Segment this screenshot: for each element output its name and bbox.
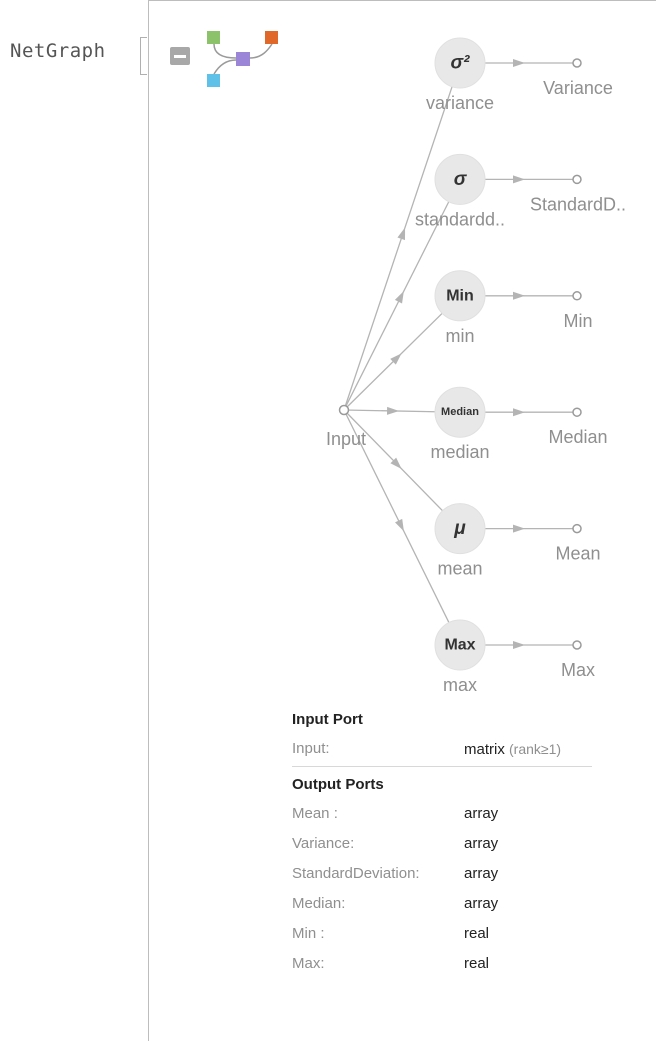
- port-name: Input:: [292, 740, 330, 757]
- port-type: array: [464, 835, 499, 852]
- output-port-dot: [572, 58, 582, 68]
- layer-node-median[interactable]: [434, 386, 486, 438]
- output-port-row: Variance: array: [292, 829, 592, 859]
- node-symbol: σ²: [451, 53, 471, 74]
- input-port-title: Input Port: [292, 711, 363, 728]
- collapse-toggle-button[interactable]: [170, 47, 190, 65]
- port-name: Min :: [292, 925, 325, 942]
- output-port-label: StandardD..: [530, 194, 626, 214]
- output-ports-title: Output Ports: [292, 776, 384, 793]
- node-label: min: [445, 326, 474, 346]
- net-graph: Input σ² variance Variance σ standardd.. Stand…: [207, 31, 626, 695]
- port-type-hint: (rank≥1): [509, 741, 562, 757]
- port-type: real: [464, 955, 490, 972]
- graph-edge: [343, 409, 450, 623]
- port-type: array: [464, 805, 499, 822]
- output-port-dot: [572, 291, 582, 301]
- open-bracket: [140, 37, 147, 75]
- node-label: max: [443, 675, 477, 695]
- graph-edge: [343, 409, 443, 512]
- output-port-dot: [572, 407, 582, 417]
- edge-arrow: [513, 524, 525, 533]
- layer-node-mean[interactable]: [434, 503, 486, 555]
- output-port-label: Median: [548, 427, 607, 447]
- node-symbol: Min: [446, 287, 474, 304]
- node-label: mean: [437, 559, 482, 579]
- input-port-row: Input: matrix (rank≥1): [292, 734, 592, 764]
- node-label: variance: [426, 93, 494, 113]
- edge-arrow: [513, 59, 525, 67]
- port-name: StandardDeviation:: [292, 865, 420, 882]
- output-port-dot: [572, 640, 582, 650]
- layer-node-max[interactable]: [434, 619, 486, 671]
- output-port-row: StandardDeviation: array: [292, 859, 592, 889]
- port-type: array: [464, 895, 499, 912]
- edge-arrow: [513, 641, 525, 649]
- output-port-row: Median: array: [292, 889, 592, 919]
- port-name: Mean :: [292, 805, 338, 822]
- netgraph-label: NetGraph: [10, 40, 106, 62]
- net-summary-icon: [207, 31, 278, 87]
- port-summary-table: Input Port Input: matrix (rank≥1) Output…: [292, 710, 592, 979]
- node-symbol: Max: [444, 637, 475, 654]
- port-name: Median:: [292, 895, 346, 912]
- edge-arrow: [386, 406, 400, 415]
- input-label: Input: [326, 429, 366, 449]
- graph-nodes: Input σ² variance Variance σ standardd.. Stand…: [326, 37, 626, 695]
- output-port-row: Mean : array: [292, 799, 592, 829]
- port-type: real: [464, 925, 490, 942]
- port-name: Variance:: [292, 835, 355, 852]
- port-type: matrix: [464, 741, 505, 758]
- graph-edge: [343, 86, 453, 411]
- graph-edge: [343, 201, 450, 411]
- node-label: median: [430, 442, 489, 462]
- edge-arrow: [513, 408, 525, 417]
- edge-arrow: [390, 457, 402, 469]
- output-port-label: Max: [561, 660, 595, 680]
- edge-arrow: [390, 353, 402, 365]
- output-port-dot: [572, 174, 582, 185]
- node-label: standardd..: [415, 209, 505, 229]
- edge-arrow: [394, 290, 404, 304]
- output-port-dot: [572, 523, 582, 534]
- node-symbol: σ: [454, 169, 468, 190]
- graph-edges: [343, 59, 573, 649]
- port-type: array: [464, 865, 499, 882]
- port-name: Max:: [292, 955, 325, 972]
- edge-arrow: [397, 227, 406, 241]
- output-port-row: Min : real: [292, 919, 592, 949]
- layer-node-variance[interactable]: [434, 37, 486, 89]
- port-type-cell: matrix (rank≥1): [464, 734, 561, 765]
- layer-node-min[interactable]: [434, 270, 486, 322]
- output-port-label: Variance: [543, 78, 613, 98]
- output-frame: [148, 0, 656, 1041]
- section-divider: [292, 766, 592, 767]
- edge-arrow: [513, 291, 525, 300]
- output-port-label: Min: [563, 311, 592, 331]
- layer-node-standarddeviation[interactable]: [434, 153, 486, 205]
- edge-arrow: [513, 175, 525, 184]
- node-symbol: μ: [453, 518, 466, 539]
- edge-arrow: [395, 518, 404, 532]
- output-port-label: Mean: [555, 544, 600, 564]
- node-symbol: Median: [441, 406, 479, 418]
- input-port-dot: [338, 404, 350, 416]
- output-port-row: Max: real: [292, 949, 592, 979]
